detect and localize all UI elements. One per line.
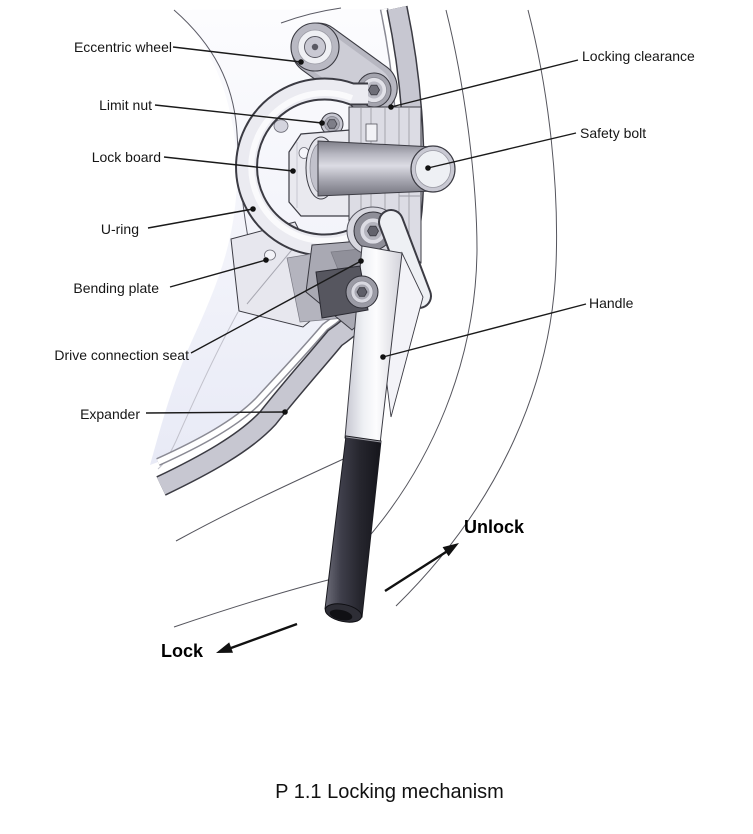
callout-eccentric-wheel: Eccentric wheel (73, 39, 172, 55)
callout-limit-nut: Limit nut (99, 97, 152, 113)
leader-lines (145, 46, 587, 414)
callout-handle: Handle (589, 295, 634, 311)
unlock-label: Unlock (464, 517, 525, 537)
callout-lock-board: Lock board (91, 149, 161, 165)
callout-safety-bolt: Safety bolt (580, 125, 647, 141)
callout-expander: Expander (80, 406, 140, 422)
handle-grip (324, 435, 382, 623)
callout-locking-clearance: Locking clearance (582, 48, 695, 64)
seat-lower-plate (315, 265, 379, 319)
clearance-arcs (173, 9, 558, 628)
callout-drive-connection-seat: Drive connection seat (54, 347, 189, 363)
unlock-arrow (384, 543, 459, 593)
callout-bending-plate: Bending plate (73, 280, 159, 296)
face-hole (273, 119, 289, 133)
leader-dots (250, 59, 431, 415)
figure-caption: P 1.1 Locking mechanism (275, 781, 504, 803)
lock-label: Lock (161, 641, 204, 661)
lock-arrow (216, 622, 298, 653)
safety-bolt-part (305, 136, 456, 200)
callout-u-ring: U-ring (100, 221, 139, 237)
